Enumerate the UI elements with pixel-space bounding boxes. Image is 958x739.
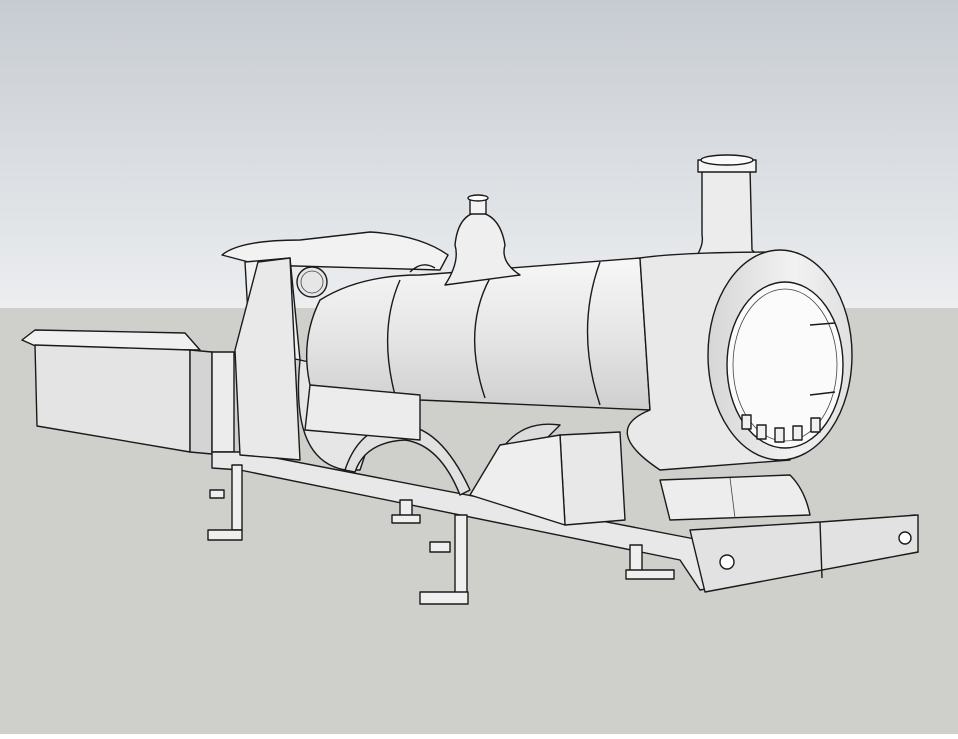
boiler	[304, 257, 651, 441]
cab	[221, 231, 449, 461]
dome	[444, 194, 521, 286]
tender	[21, 329, 235, 455]
chimney	[684, 154, 776, 271]
smokebox	[626, 249, 853, 521]
